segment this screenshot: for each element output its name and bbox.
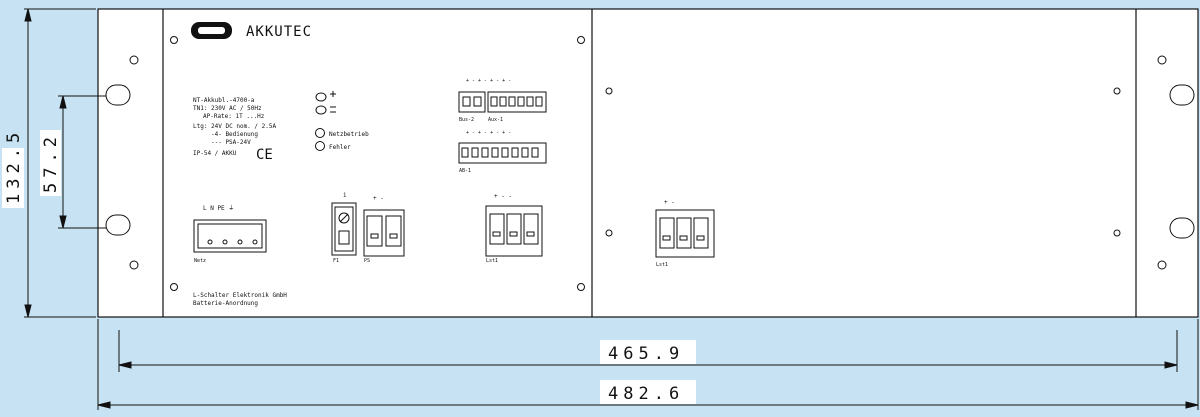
screw-hole — [1113, 229, 1121, 237]
spec-line: AP-Rate: 1T ...Hz — [203, 113, 265, 120]
ce-mark: CE — [256, 147, 273, 163]
brand-name: AKKUTEC — [246, 24, 312, 40]
arrowhead-icon — [59, 95, 67, 109]
output1-pin-labels: + - - — [494, 193, 512, 200]
led-indicator — [315, 128, 325, 138]
rack-panel-outline — [97, 8, 1199, 318]
arrowhead-icon — [118, 361, 132, 369]
spec-line: IP-54 / AKKU — [193, 150, 237, 157]
footer-line: L-Schalter Elektronik GmbH — [193, 292, 287, 299]
led-indicator — [315, 141, 325, 151]
output2-name: Lst1 — [656, 262, 668, 268]
arrowhead-icon — [24, 304, 32, 318]
mains-pin-labels: L N PE ⏚ — [203, 205, 234, 212]
connector-name: Aux-1 — [488, 117, 503, 123]
supply-terminal — [363, 209, 405, 257]
supply-pin-labels: + - — [373, 195, 384, 202]
rack-ear-holes — [105, 55, 1195, 270]
output1-terminal — [485, 205, 543, 257]
dimension-label-hole-spacing: 57.2 — [41, 132, 61, 193]
spec-block: NT-Akkubl.-4700-a TN1: 230V AC / 50Hz AP… — [193, 97, 276, 163]
screw-hole — [170, 283, 178, 291]
lower-connector — [458, 142, 547, 164]
ear-hole — [129, 260, 139, 270]
screw-hole — [1113, 87, 1121, 95]
screw-hole — [170, 36, 178, 44]
output2-terminal — [655, 209, 715, 258]
dimension-inner-width — [118, 361, 1178, 369]
dimension-label-box — [2, 148, 24, 208]
fuse-holder — [331, 202, 357, 256]
connector-name: Netz — [194, 258, 206, 264]
screw-hole — [605, 87, 613, 95]
spec-line: NT-Akkubl.-4700-a — [193, 97, 255, 104]
indicator-group — [315, 91, 336, 151]
supply-name: PS — [364, 258, 370, 264]
screw-hole — [577, 283, 585, 291]
dimension-height — [24, 8, 32, 318]
spec-line: --- PSA-24V — [211, 139, 251, 146]
upper-connector-left — [458, 91, 486, 113]
fuse-label: F1 — [333, 258, 339, 264]
connector-name: AB-1 — [459, 168, 471, 174]
symbol-icon — [315, 105, 327, 115]
mains-connector — [193, 219, 267, 253]
arrowhead-icon — [97, 401, 111, 409]
fuse-cap-icon — [338, 212, 350, 224]
connector-pin-labels: + - + - + - + - — [466, 130, 511, 136]
panel-screws — [170, 36, 1121, 291]
spec-line: -4- Bedienung — [211, 131, 258, 138]
arrowhead-icon — [24, 8, 32, 22]
screw-hole — [605, 229, 613, 237]
ear-hole — [1157, 55, 1167, 65]
arrowhead-icon — [59, 215, 67, 229]
footer-line: Batterie-Anordnung — [193, 300, 258, 307]
output1-name: Lst1 — [486, 258, 498, 264]
ear-hole — [1157, 260, 1167, 270]
ear-hole — [129, 55, 139, 65]
fuse-marker: i — [343, 192, 347, 199]
arrowhead-icon — [1185, 401, 1199, 409]
dimension-label-height: 132.5 — [4, 128, 24, 204]
ear-slot — [1169, 84, 1195, 106]
indicator-label: Netzbetrieb — [329, 131, 369, 138]
ear-slot — [105, 84, 131, 106]
output2-pin-labels: + - — [664, 199, 675, 206]
dimension-label-outer-width: 482.6 — [608, 384, 684, 404]
ear-slot — [1169, 217, 1195, 239]
dimension-label-inner-width: 465.9 — [608, 344, 684, 364]
connector-name: Bus-2 — [459, 117, 474, 123]
screw-hole — [577, 36, 585, 44]
dimension-label-box — [40, 130, 61, 196]
ear-slot — [105, 214, 131, 236]
symbol-icon — [315, 92, 327, 102]
arrowhead-icon — [1164, 361, 1178, 369]
brand-logo: AKKUTEC — [191, 22, 312, 40]
spec-line: Ltg: 24V DC nom. / 2.5A — [193, 123, 276, 130]
connector-pin-labels: + - + - + - + - — [466, 78, 511, 84]
dimension-label-box — [600, 380, 696, 404]
upper-connector-right — [487, 91, 547, 113]
dimension-hole-spacing — [59, 95, 67, 229]
spec-line: TN1: 230V AC / 50Hz — [193, 105, 262, 112]
dimension-outer-width — [97, 401, 1199, 409]
dimension-label-box — [600, 340, 696, 364]
indicator-label: Fehler — [329, 144, 351, 151]
